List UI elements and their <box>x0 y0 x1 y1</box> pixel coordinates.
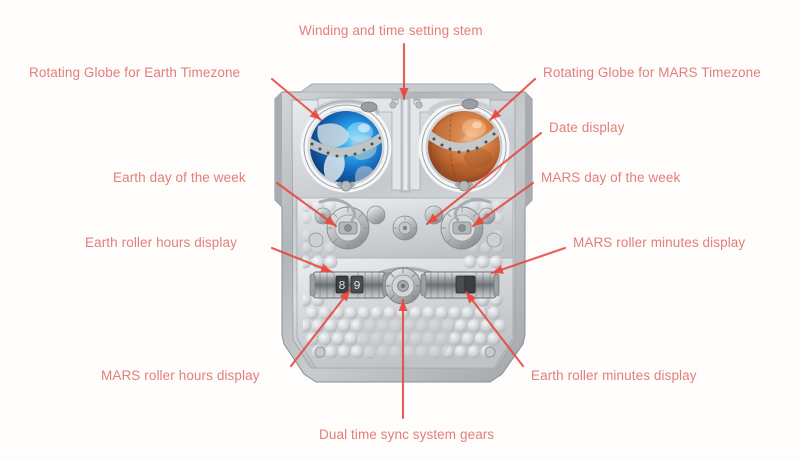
earth-day-wheel <box>326 206 370 250</box>
callout-arrowhead-dual-time-sync-gears <box>398 300 408 311</box>
callout-arrowhead-earth-globe <box>309 109 321 120</box>
gear-train-plate <box>296 197 514 263</box>
callout-arrowhead-earth-roller-hours <box>320 263 332 273</box>
callout-arrowhead-mars-globe <box>490 109 502 120</box>
svg-text:9: 9 <box>353 279 360 293</box>
callout-arrowhead-mars-roller-hours <box>339 290 350 302</box>
mars-globe <box>418 98 510 193</box>
svg-text:8: 8 <box>338 279 345 293</box>
callout-label-earth-day-of-week: Earth day of the week <box>113 170 246 185</box>
callout-label-date-display: Date display <box>549 120 625 135</box>
callout-arrow-date-display <box>425 131 543 226</box>
callout-arrowhead-date-display <box>427 213 439 224</box>
callout-label-earth-roller-hours: Earth roller hours display <box>85 235 237 250</box>
right-roller-assembly <box>420 271 500 299</box>
callout-arrow-mars-globe <box>488 77 537 122</box>
callout-arrow-mars-day-of-week <box>471 181 535 228</box>
callout-label-earth-roller-minutes: Earth roller minutes display <box>531 368 697 383</box>
callout-arrow-earth-day-of-week <box>275 181 338 228</box>
callout-arrowhead-earth-roller-minutes <box>466 292 477 304</box>
watch-case <box>274 83 533 383</box>
left-roller-assembly: 8 9 <box>309 271 389 299</box>
callout-arrows <box>270 42 567 420</box>
callout-label-dual-time-sync-gears: Dual time sync system gears <box>319 427 495 442</box>
date-wheel <box>392 215 418 241</box>
callout-arrowhead-winding-stem <box>399 88 409 99</box>
mars-day-wheel <box>440 206 484 250</box>
dual-time-sync-gear <box>384 267 422 305</box>
callout-label-mars-roller-hours: MARS roller hours display <box>101 368 260 383</box>
callout-arrow-earth-roller-minutes <box>464 290 525 368</box>
callout-arrow-mars-roller-minutes <box>490 246 567 275</box>
callout-label-mars-day-of-week: MARS day of the week <box>541 170 681 185</box>
callout-arrowhead-earth-day-of-week <box>324 215 336 226</box>
callout-arrow-earth-roller-hours <box>270 246 334 274</box>
callout-label-winding-stem: Winding and time setting stem <box>299 23 483 38</box>
callout-arrow-mars-roller-hours <box>289 288 352 368</box>
earth-globe <box>300 98 392 193</box>
globe-bridge <box>317 97 491 193</box>
callout-label-earth-globe: Rotating Globe for Earth Timezone <box>29 65 241 80</box>
callout-arrowhead-mars-roller-minutes <box>492 265 504 274</box>
callout-arrowhead-mars-day-of-week <box>473 215 485 226</box>
callout-label-mars-globe: Rotating Globe for MARS Timezone <box>543 65 761 80</box>
callout-arrow-earth-globe <box>270 77 323 122</box>
callout-label-mars-roller-minutes: MARS roller minutes display <box>573 235 746 250</box>
roller-plate: 8 9 <box>296 255 514 369</box>
